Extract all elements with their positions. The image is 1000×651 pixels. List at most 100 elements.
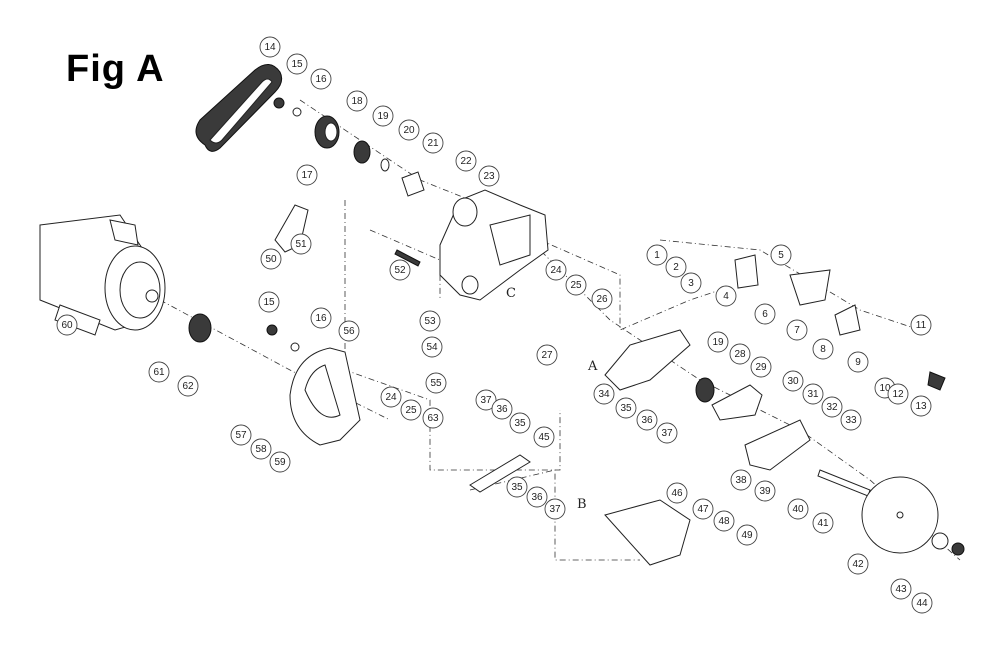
callout-6: 6 [754,303,776,325]
section-letter-b: B [577,497,587,512]
bracket-38 [744,419,811,471]
callout-number: 51 [295,239,307,250]
callout-number: 28 [734,349,746,360]
callout-45: 45 [533,426,555,448]
callout-number: 3 [688,278,694,289]
callout-balloon [544,498,566,520]
callout-balloon [910,395,932,417]
callout-number: 27 [541,350,553,361]
callout-number: 45 [538,432,550,443]
spring-52 [394,249,421,267]
callout-8: 8 [812,338,834,360]
callout-number: 46 [671,488,683,499]
callout-29: 29 [750,356,772,378]
washer-lower [290,342,300,352]
callout-balloon [425,372,447,394]
callout-number: 23 [483,171,495,182]
callout-balloon [398,119,420,141]
callout-number: 54 [426,342,438,353]
callout-number: 15 [291,59,303,70]
callout-47: 47 [692,498,714,520]
callout-12: 12 [887,383,909,405]
ring-20 [380,158,390,172]
callout-balloon [421,336,443,358]
callout-3: 3 [680,272,702,294]
callout-50: 50 [260,248,282,270]
callout-number: 33 [845,415,857,426]
callout-56: 56 [338,320,360,342]
callout-balloon [692,498,714,520]
drive-belt [195,64,283,152]
callout-35: 35 [615,397,637,419]
callout-balloon [812,338,834,360]
callout-number: 49 [741,530,753,541]
callout-36: 36 [491,398,513,420]
callout-balloon [259,36,281,58]
callout-2: 2 [665,256,687,278]
callout-balloon [545,259,567,281]
callout-52: 52 [389,259,411,281]
callout-39: 39 [754,480,776,502]
callout-21: 21 [422,132,444,154]
callout-number: 37 [549,504,561,515]
callout-balloon [372,105,394,127]
belt-guard [289,347,361,446]
callout-number: 57 [235,430,247,441]
callout-15: 15 [258,291,280,313]
callout-number: 6 [762,309,768,320]
callout-balloon [389,259,411,281]
washer-upper [292,107,302,117]
callout-19: 19 [707,331,729,353]
callout-number: 55 [430,378,442,389]
callout-number: 39 [759,486,771,497]
callout-46: 46 [666,482,688,504]
bearing-mid [695,377,715,403]
callout-balloon [593,383,615,405]
callout-number: 15 [263,297,275,308]
callout-33: 33 [840,409,862,431]
callout-balloon [148,361,170,383]
callout-37: 37 [475,389,497,411]
callout-44: 44 [911,592,933,614]
section-letter-c: C [506,286,516,301]
callout-balloon [310,68,332,90]
callout-number: 42 [852,559,864,570]
callout-balloon [177,375,199,397]
callout-number: 31 [807,389,819,400]
callout-11: 11 [910,314,932,336]
callout-balloon [713,510,735,532]
callout-36: 36 [526,486,548,508]
callout-balloon [887,383,909,405]
callout-57: 57 [230,424,252,446]
callout-balloon [636,409,658,431]
callout-number: 4 [723,291,729,302]
callout-18: 18 [346,90,368,112]
callout-balloon [536,344,558,366]
callout-balloon [422,132,444,154]
callout-balloon [286,53,308,75]
callout-number: 10 [879,383,891,394]
bearing-upper [353,140,371,164]
callout-number: 44 [916,598,928,609]
callout-balloon [290,233,312,255]
callout-balloon [890,578,912,600]
callout-balloon [400,399,422,421]
callout-number: 12 [892,389,904,400]
callout-balloon [565,274,587,296]
callout-number: 21 [427,138,439,149]
callout-balloon [847,351,869,373]
callout-number: 47 [697,504,709,515]
callout-number: 38 [735,475,747,486]
callout-19: 19 [372,105,394,127]
callout-balloon [750,356,772,378]
callout-balloon [509,412,531,434]
callout-number: 35 [514,418,526,429]
callout-number: 37 [661,428,673,439]
plate-4 [734,254,759,289]
callout-number: 26 [596,294,608,305]
callout-number: 25 [405,405,417,416]
callout-balloon [506,476,528,498]
callout-number: 58 [255,444,267,455]
callout-number: 34 [598,389,610,400]
callout-48: 48 [713,510,735,532]
